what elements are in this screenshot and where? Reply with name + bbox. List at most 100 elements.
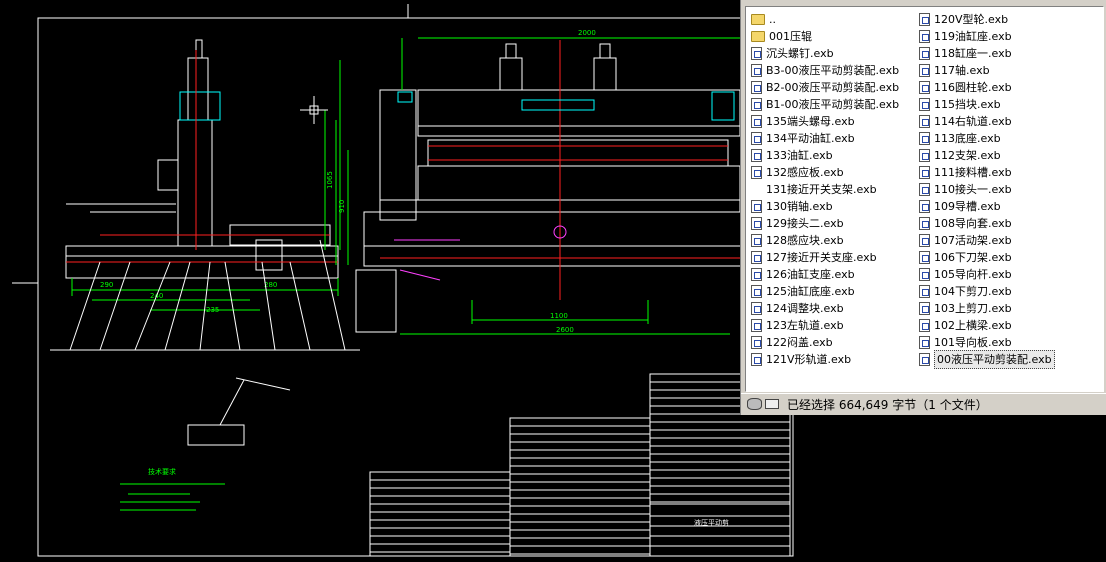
file-list-item[interactable]: 106下刀架.exb: [919, 249, 1055, 266]
file-name: 123左轨道.exb: [766, 319, 844, 332]
document-icon: [751, 319, 762, 332]
front-view: [355, 43, 745, 333]
file-name: 113底座.exb: [934, 132, 1001, 145]
file-list-item[interactable]: 105导向杆.exb: [919, 266, 1055, 283]
document-icon: [751, 166, 762, 179]
file-list-item[interactable]: 101导向板.exb: [919, 334, 1055, 351]
file-list-item[interactable]: 110接头一.exb: [919, 181, 1055, 198]
file-name: 110接头一.exb: [934, 183, 1012, 196]
file-list-item[interactable]: 沉头螺钉.exb: [751, 45, 899, 62]
document-icon: [919, 47, 930, 60]
file-list-item[interactable]: 112支架.exb: [919, 147, 1055, 164]
crosshair-cursor-icon: [300, 96, 328, 124]
key-icon: [765, 399, 779, 409]
file-list-item[interactable]: 134平动油缸.exb: [751, 130, 899, 147]
file-name: 119油缸座.exb: [934, 30, 1012, 43]
front-view-cyan: [397, 91, 735, 121]
dim-side-a: 290: [100, 281, 113, 289]
file-name: 135端头螺母.exb: [766, 115, 855, 128]
file-name: 106下刀架.exb: [934, 251, 1012, 264]
file-list-item[interactable]: 135端头螺母.exb: [751, 113, 899, 130]
folder-icon: [751, 14, 765, 25]
balloon-leaders-left: [50, 239, 360, 351]
dim-bottom-b: 2600: [556, 326, 574, 334]
file-name: 001压辊: [769, 30, 812, 43]
file-name: 132感应板.exb: [766, 166, 844, 179]
file-name: 116圆柱轮.exb: [934, 81, 1012, 94]
front-view-dims: [335, 37, 740, 335]
file-list-item[interactable]: 121V形轨道.exb: [751, 351, 899, 368]
file-list-item[interactable]: 117轴.exb: [919, 62, 1055, 79]
document-icon: [751, 115, 762, 128]
file-list-item[interactable]: 126油缸支座.exb: [751, 266, 899, 283]
document-icon: [751, 200, 762, 213]
notes-title: 技术要求: [148, 467, 176, 476]
file-list-item[interactable]: 123左轨道.exb: [751, 317, 899, 334]
file-list-item[interactable]: 108导向套.exb: [919, 215, 1055, 232]
dim-height-main: 1065: [326, 171, 334, 189]
file-list-item[interactable]: 00液压平动剪装配.exb: [919, 350, 1055, 369]
file-list-item[interactable]: 102上横梁.exb: [919, 317, 1055, 334]
document-icon: [751, 132, 762, 145]
document-icon: [919, 285, 930, 298]
document-icon: [751, 81, 762, 94]
file-name: ..: [769, 13, 776, 26]
file-list-item[interactable]: B2-00液压平动剪装配.exb: [751, 79, 899, 96]
file-name: 134平动油缸.exb: [766, 132, 855, 145]
dim-top-width: 2000: [578, 29, 596, 37]
file-name: B3-00液压平动剪装配.exb: [766, 64, 900, 77]
file-list-item[interactable]: B3-00液压平动剪装配.exb: [751, 62, 899, 79]
file-list-item[interactable]: B1-00液压平动剪装配.exb: [751, 96, 899, 113]
file-name: 108导向套.exb: [934, 217, 1012, 230]
file-name: 103上剪刀.exb: [934, 302, 1012, 315]
file-name: 111接料槽.exb: [934, 166, 1012, 179]
document-icon: [919, 81, 930, 94]
file-list-item[interactable]: 103上剪刀.exb: [919, 300, 1055, 317]
title-block-name: 液压平动剪: [694, 518, 729, 527]
file-list-item[interactable]: 115挡块.exb: [919, 96, 1055, 113]
file-list-item[interactable]: 001压辊: [751, 28, 899, 45]
file-list-item[interactable]: 133油缸.exb: [751, 147, 899, 164]
file-list-item[interactable]: 113底座.exb: [919, 130, 1055, 147]
file-list-item[interactable]: 107活动架.exb: [919, 232, 1055, 249]
blank-icon: [751, 183, 762, 196]
file-list-item[interactable]: ..: [751, 11, 899, 28]
document-icon: [919, 251, 930, 264]
file-list-item[interactable]: 116圆柱轮.exb: [919, 79, 1055, 96]
file-list-item[interactable]: 125油缸底座.exb: [751, 283, 899, 300]
document-icon: [751, 268, 762, 281]
document-icon: [751, 302, 762, 315]
file-list-item[interactable]: 118缸座一.exb: [919, 45, 1055, 62]
document-icon: [751, 353, 762, 366]
file-list-item[interactable]: 122闷盖.exb: [751, 334, 899, 351]
front-view-red-lines: [380, 40, 744, 300]
file-list-item[interactable]: 119油缸座.exb: [919, 28, 1055, 45]
file-list-item[interactable]: 111接料槽.exb: [919, 164, 1055, 181]
file-list-item[interactable]: 124调整块.exb: [751, 300, 899, 317]
file-list-item[interactable]: 128感应块.exb: [751, 232, 899, 249]
file-name: 104下剪刀.exb: [934, 285, 1012, 298]
file-name: B1-00液压平动剪装配.exb: [766, 98, 900, 111]
file-name: 115挡块.exb: [934, 98, 1001, 111]
file-list-item[interactable]: 120V型轮.exb: [919, 11, 1055, 28]
document-icon: [919, 302, 930, 315]
file-list-item[interactable]: 104下剪刀.exb: [919, 283, 1055, 300]
file-list-item[interactable]: 132感应板.exb: [751, 164, 899, 181]
file-list-item[interactable]: 109导槽.exb: [919, 198, 1055, 215]
file-name: 130销轴.exb: [766, 200, 833, 213]
file-name: 102上横梁.exb: [934, 319, 1012, 332]
file-name: 101导向板.exb: [934, 336, 1012, 349]
file-name: 107活动架.exb: [934, 234, 1012, 247]
file-list-item[interactable]: 114右轨道.exb: [919, 113, 1055, 130]
file-name: 120V型轮.exb: [934, 13, 1009, 26]
file-name: 118缸座一.exb: [934, 47, 1012, 60]
file-list-item[interactable]: 129接头二.exb: [751, 215, 899, 232]
file-list-item[interactable]: 127接近开关支座.exb: [751, 249, 899, 266]
file-list-item[interactable]: 131接近开关支架.exb: [751, 181, 899, 198]
file-name: 00液压平动剪装配.exb: [934, 350, 1055, 369]
file-list-item[interactable]: 130销轴.exb: [751, 198, 899, 215]
file-name: 125油缸底座.exb: [766, 285, 855, 298]
file-name: 131接近开关支架.exb: [766, 183, 877, 196]
